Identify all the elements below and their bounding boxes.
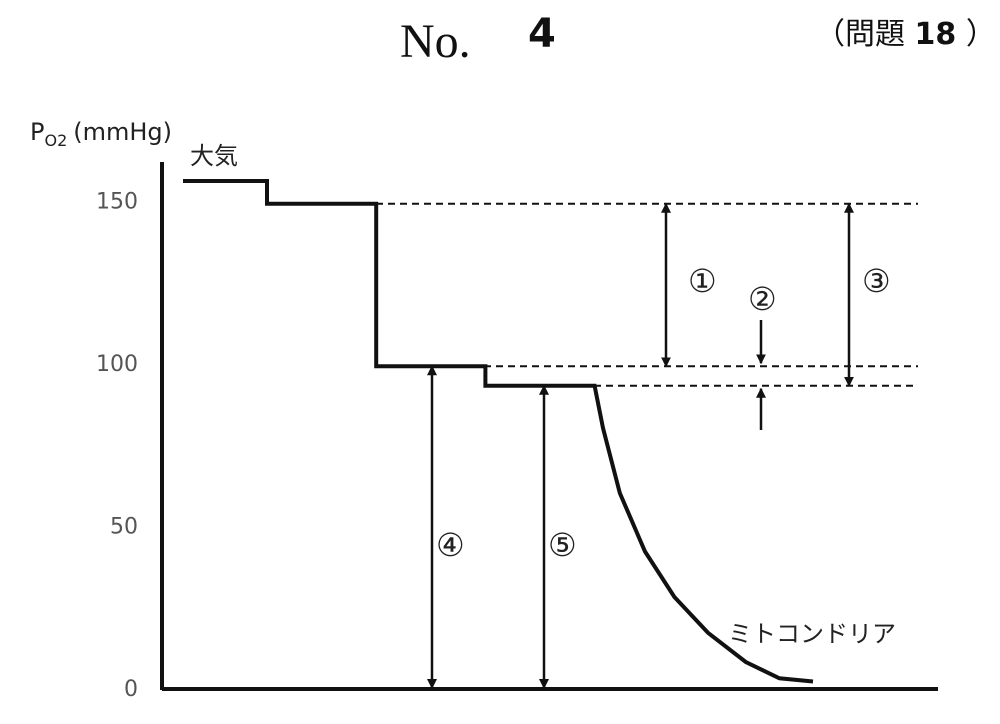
header-question-ref: （問題 18 ） bbox=[815, 20, 996, 50]
y-axis-title-p: P bbox=[30, 118, 44, 146]
header-no-value: 4 bbox=[528, 11, 556, 57]
end-label: ミトコンドリア bbox=[728, 620, 896, 648]
y-tick-label: 100 bbox=[96, 352, 138, 377]
marker-2-label: ② bbox=[748, 280, 777, 318]
y-tick-label: 50 bbox=[110, 515, 138, 540]
marker-5-label: ⑤ bbox=[548, 526, 577, 564]
y-axis-title: PO2 (mmHg) bbox=[30, 118, 172, 150]
y-tick-label: 150 bbox=[96, 190, 138, 215]
start-label: 大気 bbox=[190, 142, 238, 170]
y-axis-title-sub: O2 bbox=[44, 131, 67, 150]
header-ref-close: ） bbox=[965, 17, 996, 52]
marker-1-label: ① bbox=[688, 262, 717, 300]
y-axis-title-unit: (mmHg) bbox=[73, 118, 172, 146]
y-tick-labels: 150 100 50 0 bbox=[96, 190, 138, 703]
header-ref-open: （問題 bbox=[815, 17, 905, 52]
header-ref-number: 18 bbox=[914, 17, 957, 52]
reference-lines bbox=[376, 202, 918, 387]
po2-series-line bbox=[183, 179, 814, 684]
header-no-label: No. bbox=[400, 15, 471, 68]
difference-arrows bbox=[427, 202, 854, 689]
marker-3-label: ③ bbox=[862, 262, 891, 300]
y-tick-label: 0 bbox=[124, 677, 138, 702]
marker-4-label: ④ bbox=[436, 526, 465, 564]
